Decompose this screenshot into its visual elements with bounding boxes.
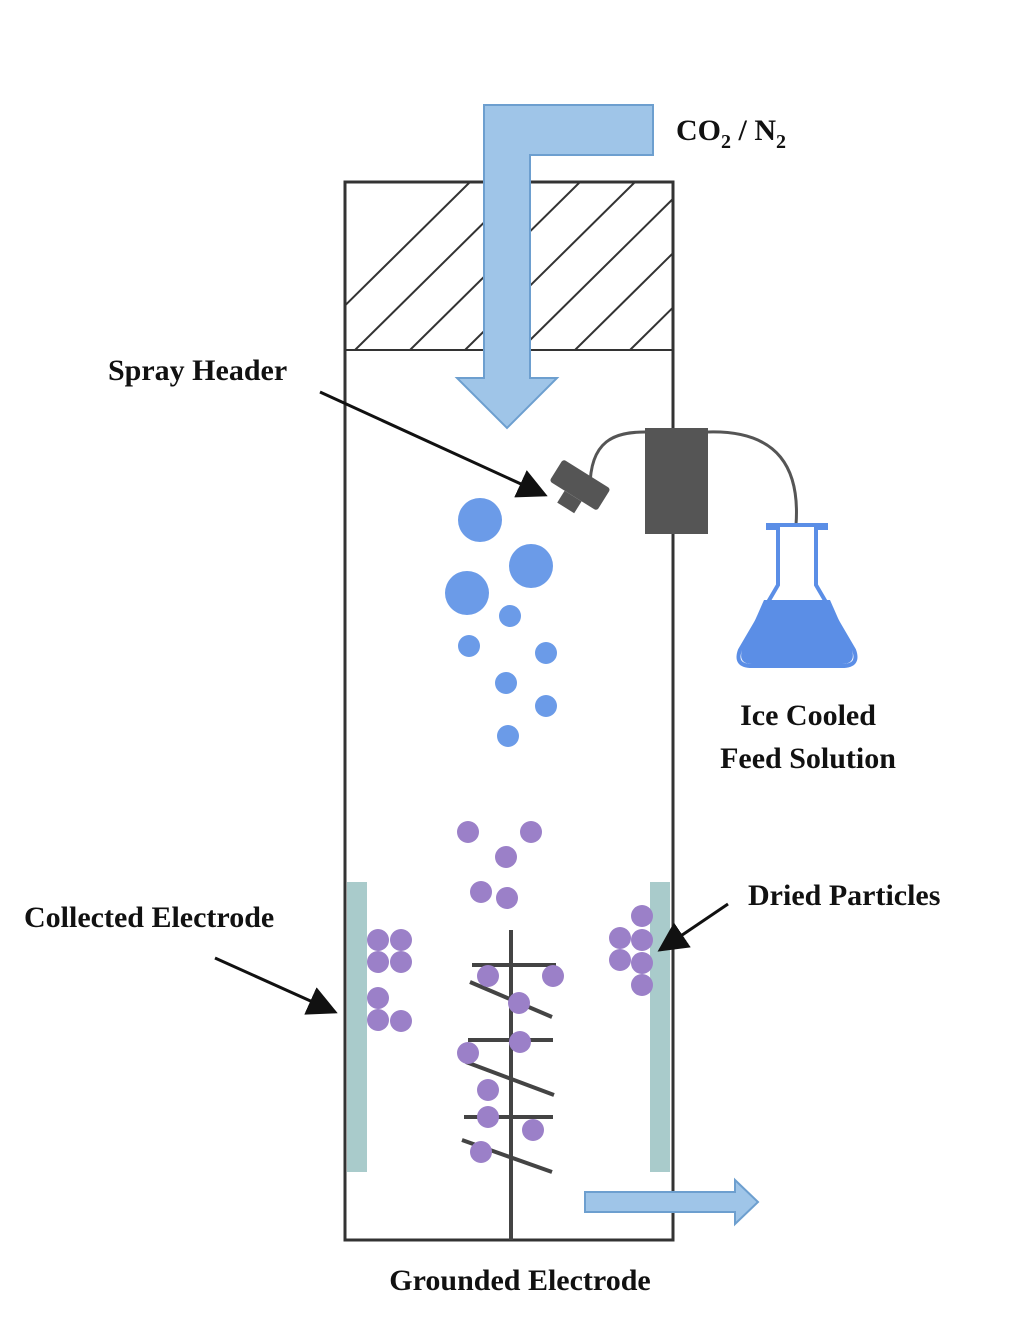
feed-solution-label-line2: Feed Solution: [720, 742, 896, 775]
flask-icon: [736, 523, 858, 668]
falling-particles: [457, 821, 542, 909]
collected-electrode-pointer-arrow: [214, 956, 338, 1015]
gas-inlet-label: CO2 / N2: [676, 114, 786, 153]
dried-particles-pointer-arrow: [657, 902, 729, 952]
right-plate-particles: [609, 905, 653, 996]
collected-electrode-plate: [347, 882, 367, 1172]
spray-header-pointer-arrow: [319, 390, 548, 498]
grounded-electrode-rod: [461, 930, 556, 1240]
grounded-electrode-label: Grounded Electrode: [389, 1264, 650, 1297]
collected-electrode-label: Collected Electrode: [24, 901, 274, 934]
feed-tube-to-flask: [707, 430, 798, 526]
feed-tube: [588, 430, 646, 489]
right-electrode-plate: [650, 882, 670, 1172]
gas-inlet-arrow: [454, 104, 654, 430]
feed-pump-block: [645, 428, 708, 534]
outlet-arrow: [584, 1177, 760, 1227]
feed-solution-label-line1: Ice Cooled: [740, 699, 876, 732]
left-plate-particles: [367, 929, 412, 1032]
spray-droplets: [445, 498, 557, 747]
center-electrode-particles: [457, 965, 564, 1163]
chamber-lid-hatching: [345, 182, 673, 350]
spray-header-nozzle: [550, 460, 610, 514]
dried-particles-label: Dried Particles: [748, 879, 940, 912]
spray-header-label: Spray Header: [108, 354, 287, 387]
